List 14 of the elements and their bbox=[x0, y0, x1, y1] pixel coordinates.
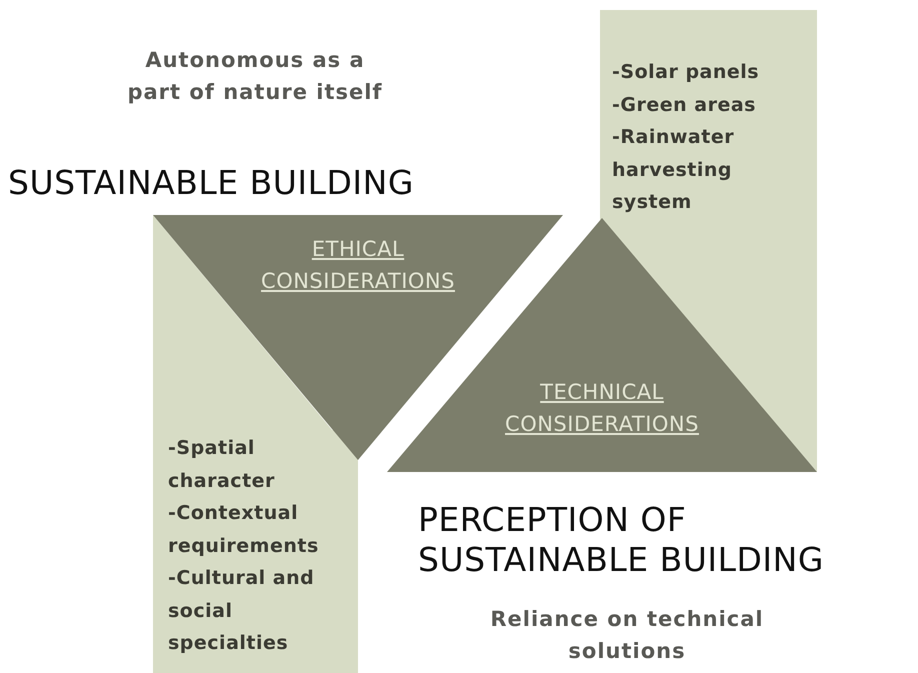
title-text: SUSTAINABLE BUILDING bbox=[8, 163, 415, 203]
list-item: -Spatial character bbox=[168, 436, 276, 494]
list-item: -Solar panels bbox=[612, 60, 760, 85]
title-text: PERCEPTION OF SUSTAINABLE BUILDING bbox=[418, 500, 825, 580]
list-panel bbox=[600, 10, 817, 220]
caption-text: Autonomous as a part of nature itself bbox=[126, 47, 384, 106]
heading-text: ETHICAL CONSIDERATIONS bbox=[260, 236, 456, 295]
heading-text: TECHNICAL CONSIDERATIONS bbox=[504, 379, 700, 438]
caption-text: Reliance on technical solutions bbox=[489, 606, 765, 665]
list-item: -Cultural and social specialties bbox=[168, 566, 316, 656]
list-item: -Contextual requirements bbox=[168, 501, 320, 558]
list-panel bbox=[153, 430, 358, 673]
list-item: -Green areas bbox=[612, 92, 757, 118]
list-item: -Rainwater harvesting system bbox=[612, 125, 736, 215]
